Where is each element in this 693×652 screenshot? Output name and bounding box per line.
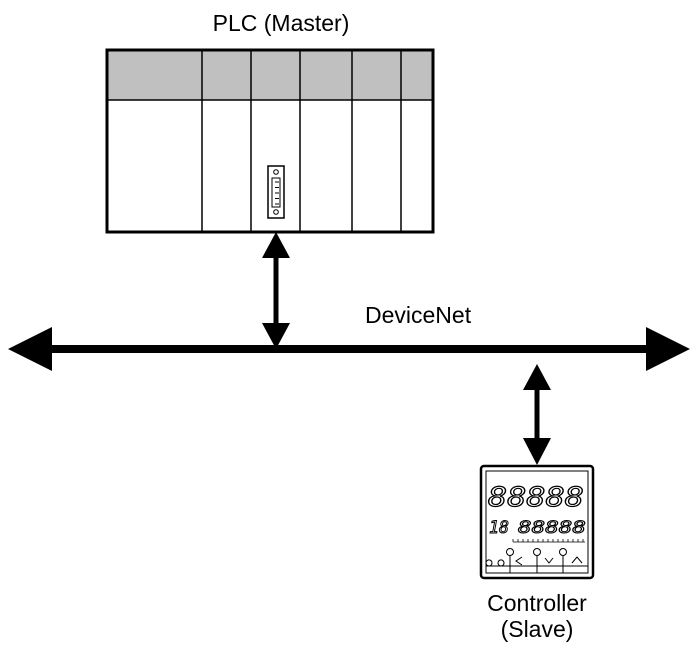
controller-link-arrow bbox=[523, 364, 551, 465]
left-arrow-icon bbox=[515, 556, 523, 566]
up-arrow-icon bbox=[571, 556, 583, 564]
devicenet-bus-line bbox=[8, 327, 690, 371]
controller-frame bbox=[479, 464, 595, 580]
plc-rack-header bbox=[107, 50, 433, 100]
controller-device: 88888 18 88888 bbox=[479, 464, 595, 580]
indicator-row bbox=[512, 539, 585, 543]
plc-rack bbox=[105, 48, 435, 234]
devicenet-label: DeviceNet bbox=[365, 302, 472, 328]
controller-label: Controller (Slave) bbox=[437, 590, 637, 643]
plc-label: PLC (Master) bbox=[212, 10, 350, 36]
cycle-icon bbox=[485, 559, 505, 567]
down-arrow-icon bbox=[544, 557, 554, 564]
display-top: 88888 bbox=[488, 482, 584, 513]
display-bottom: 88888 bbox=[518, 518, 586, 538]
key-row bbox=[485, 548, 588, 573]
controller-label-line1: Controller bbox=[487, 590, 587, 616]
display-sub-left: 18 bbox=[489, 518, 509, 538]
controller-label-line2: (Slave) bbox=[500, 616, 574, 643]
plc-rack-body bbox=[105, 48, 435, 234]
plc-link-arrow bbox=[262, 232, 290, 349]
devicenet-connector-icon bbox=[267, 165, 285, 219]
